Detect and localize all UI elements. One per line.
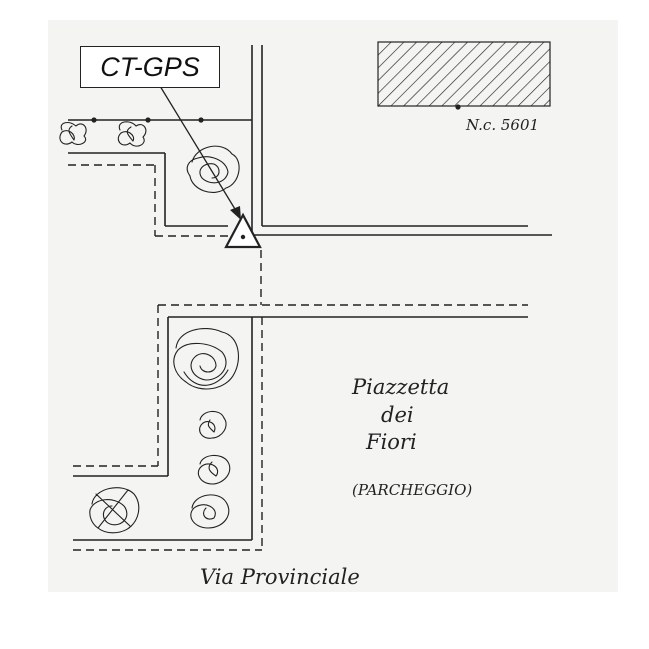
gps-label-box: CT-GPS — [80, 46, 220, 88]
shrub-icon — [197, 454, 231, 485]
square-name-line3: Fiori — [365, 430, 417, 454]
building-marker-dot — [455, 104, 461, 110]
gps-point-triangle — [224, 212, 262, 249]
square-note: (PARCHEGGIO) — [352, 481, 472, 499]
building-label: N.c. 5601 — [465, 116, 539, 134]
fence-post — [91, 117, 97, 123]
square-name-line1: Piazzetta — [351, 375, 449, 399]
shrub-icon — [199, 410, 227, 439]
street-label: Via Provinciale — [200, 565, 360, 589]
map-sheet — [48, 20, 618, 592]
tree-icon — [186, 145, 240, 193]
tree-icon — [173, 328, 240, 390]
shrub-icon — [59, 121, 87, 145]
shrub-icon — [190, 494, 230, 529]
gps-point-dot — [240, 234, 246, 240]
tree-icon — [89, 487, 140, 534]
building-hatched — [377, 41, 551, 107]
gps-pointer-arrowhead — [230, 206, 241, 220]
gps-label: CT-GPS — [100, 51, 200, 82]
gps-pointer-arrow — [159, 85, 239, 215]
fence-post — [198, 117, 204, 123]
shrub-icon — [117, 121, 147, 147]
square-name-line2: dei — [381, 403, 414, 427]
fence-post — [145, 117, 151, 123]
